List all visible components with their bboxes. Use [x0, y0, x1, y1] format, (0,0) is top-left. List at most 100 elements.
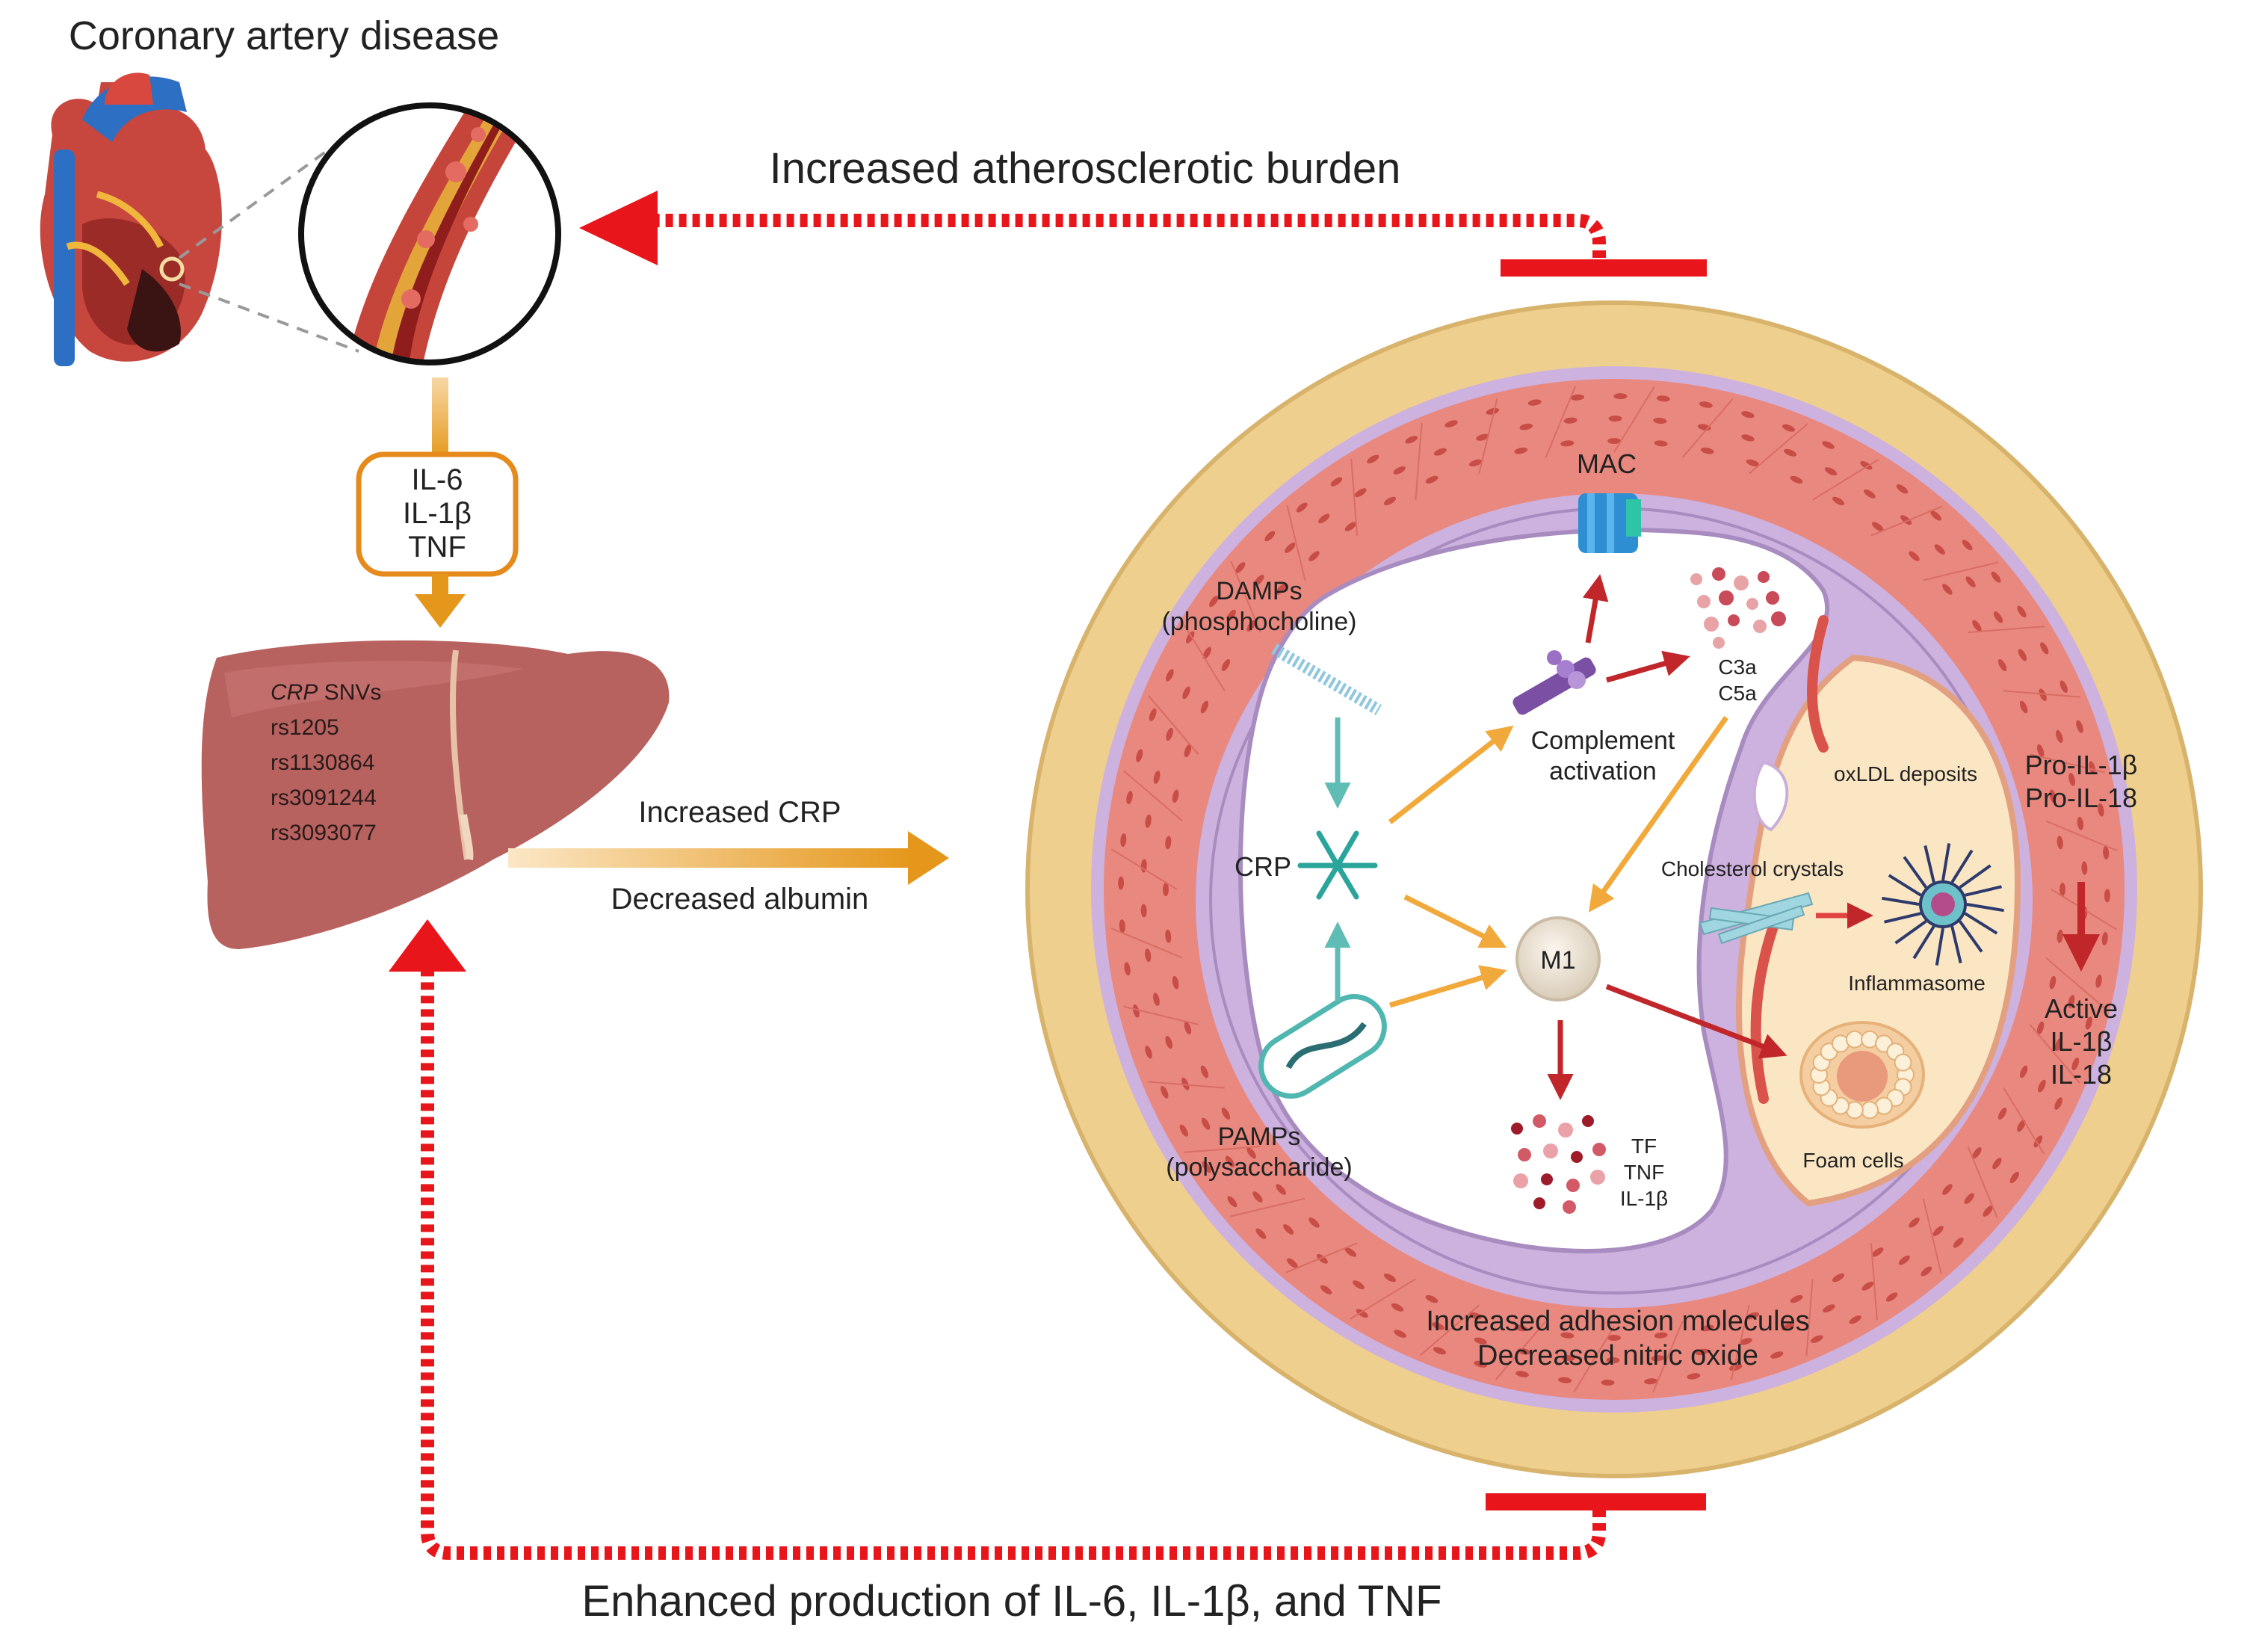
- smooth-muscle-nucleus: [1124, 962, 1131, 976]
- cytokine-line: IL-1β: [403, 497, 472, 530]
- smooth-muscle-nucleus: [1849, 1315, 1861, 1324]
- smooth-muscle-nucleus: [1997, 1107, 2007, 1120]
- fragment-dot: [1771, 611, 1786, 626]
- smooth-muscle-nucleus: [2057, 836, 2063, 850]
- smooth-muscle-nucleus: [2040, 642, 2049, 655]
- smooth-muscle-nucleus: [1898, 1255, 1910, 1265]
- smooth-muscle-nucleus: [1486, 407, 1500, 415]
- media-fiber: [1681, 398, 1734, 458]
- zoom-line-top: [178, 148, 330, 259]
- smooth-muscle-nucleus: [1320, 1285, 1332, 1294]
- liver-output-arrow-head: [908, 831, 949, 885]
- heart-illustration: [40, 72, 222, 366]
- smooth-muscle-nucleus: [2036, 1021, 2045, 1035]
- media-fiber: [1730, 1305, 1750, 1380]
- mac-label: MAC: [1577, 448, 1637, 479]
- cholesterol-crystals-icon: [1699, 892, 1814, 945]
- smooth-muscle-nucleus: [1746, 459, 1760, 467]
- cytokine-dot: [1511, 1123, 1523, 1135]
- media-fiber: [1123, 770, 1183, 822]
- smooth-muscle-nucleus: [1152, 993, 1160, 1006]
- media-fiber: [1183, 1145, 1261, 1153]
- complement-sublabel: activation: [1549, 757, 1657, 786]
- bottom-feedback-arrow-head: [389, 919, 466, 972]
- smooth-muscle-nucleus: [1165, 1035, 1172, 1049]
- cytokine-dot: [1592, 1143, 1606, 1156]
- active-label: IL-1β: [2051, 1026, 2113, 1057]
- media-fiber: [2045, 957, 2105, 1009]
- cytokine-dot: [1518, 1148, 1531, 1161]
- smooth-muscle-strand: [1807, 615, 1829, 753]
- bacterium-icon: [1258, 994, 1387, 1099]
- damps-label: DAMPs: [1216, 577, 1302, 605]
- media-fiber: [1349, 1278, 1416, 1320]
- smooth-muscle-nucleus: [1790, 475, 1803, 484]
- smooth-muscle-nucleus: [1654, 440, 1668, 447]
- media-fiber: [1573, 1326, 1615, 1393]
- smooth-muscle-nucleus: [1824, 467, 1838, 476]
- smooth-muscle-nucleus: [1607, 1335, 1621, 1341]
- smooth-muscle-nucleus: [1651, 1355, 1665, 1362]
- smooth-muscle-nucleus: [1909, 551, 1920, 561]
- fragment-dot: [1728, 614, 1740, 626]
- smooth-muscle-nucleus: [2095, 975, 2102, 988]
- media-fiber: [1415, 422, 1423, 500]
- smooth-muscle-nucleus: [1930, 510, 1941, 521]
- cytokine-release-dots: [1511, 1114, 1606, 1214]
- cytokine-dot: [1513, 1173, 1528, 1188]
- liver-input-arrow-shaft: [432, 377, 448, 460]
- foam-cell-icon: [1799, 1021, 1925, 1129]
- cytokine-dot: [1571, 1151, 1583, 1163]
- smooth-muscle-nucleus: [1832, 496, 1845, 506]
- smooth-muscle-nucleus: [1285, 543, 1296, 553]
- smooth-muscle-nucleus: [1433, 448, 1447, 456]
- liver-illustration: [201, 640, 670, 949]
- smooth-muscle-nucleus: [1822, 441, 1835, 449]
- media-fiber: [1749, 423, 1808, 475]
- m1-label: M1: [1540, 946, 1575, 975]
- bottom-inhibition-bar: [1486, 1493, 1706, 1510]
- m1-product-label: TNF: [1624, 1161, 1664, 1184]
- smooth-muscle-nucleus: [1354, 488, 1367, 498]
- smooth-muscle-nucleus: [2077, 816, 2083, 830]
- smooth-muscle-nucleus: [1653, 417, 1667, 425]
- smooth-muscle-nucleus: [2019, 700, 2028, 714]
- smooth-muscle-nucleus: [1746, 1312, 1760, 1320]
- fragment-dot: [1758, 571, 1770, 583]
- smooth-muscle-nucleus: [1993, 611, 2003, 623]
- smooth-muscle-nucleus: [2071, 1058, 2080, 1071]
- cytokine-arrow-head: [415, 594, 466, 628]
- smooth-muscle-nucleus: [1872, 522, 1884, 531]
- smooth-muscle-nucleus: [1832, 1273, 1845, 1283]
- smooth-muscle-nucleus: [2081, 861, 2088, 875]
- fragment-dot: [1719, 590, 1734, 605]
- complement-label: Complement: [1531, 726, 1675, 755]
- cytokine-dot: [1533, 1197, 1545, 1209]
- smooth-muscle-nucleus: [1972, 620, 1982, 632]
- pamps-sublabel: (polysaccharide): [1166, 1153, 1352, 1182]
- smooth-muscle-nucleus: [2036, 744, 2045, 758]
- smooth-muscle-nucleus: [1201, 1117, 1211, 1130]
- smooth-muscle-nucleus: [2054, 1097, 2062, 1110]
- smooth-muscle-nucleus: [2098, 803, 2104, 817]
- smooth-muscle-nucleus: [2017, 605, 2027, 618]
- smooth-muscle-nucleus: [1782, 424, 1796, 432]
- smooth-muscle-nucleus: [2057, 929, 2063, 943]
- phosphocholine-chain-icon: [1270, 644, 1382, 715]
- smooth-muscle-nucleus: [1909, 1217, 1920, 1228]
- snv-item: rs3093077: [271, 821, 377, 845]
- smooth-muscle-nucleus: [1476, 433, 1489, 441]
- smooth-muscle-nucleus: [1118, 876, 1125, 890]
- smooth-muscle-nucleus: [1161, 1085, 1169, 1099]
- mac-pore-icon: [1578, 493, 1641, 553]
- smooth-muscle-nucleus: [2055, 1037, 2062, 1052]
- media-fiber: [1922, 1198, 1942, 1274]
- pamps-to-m1-arrow: [1388, 965, 1507, 1008]
- c5a-label: C5a: [1718, 682, 1757, 705]
- smooth-muscle-nucleus: [1921, 1266, 1932, 1277]
- cytokine-line: IL-6: [412, 463, 463, 496]
- smooth-muscle-nucleus: [1962, 540, 1973, 551]
- smooth-muscle-nucleus: [1316, 1253, 1328, 1264]
- smooth-muscle-nucleus: [1964, 1193, 1974, 1204]
- smooth-muscle-nucleus: [1560, 1332, 1575, 1339]
